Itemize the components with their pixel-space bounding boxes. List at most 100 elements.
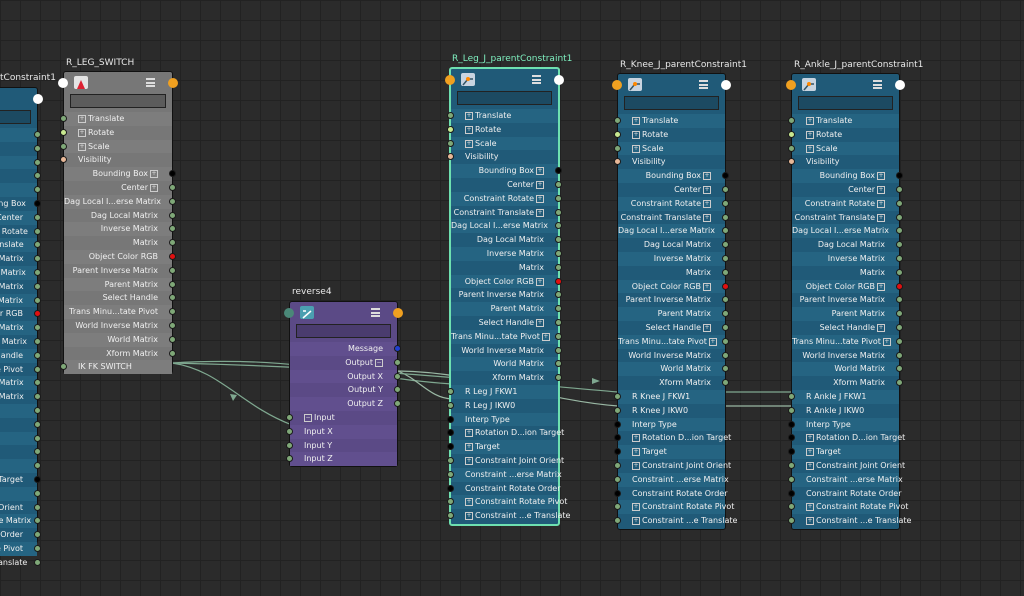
attribute-row[interactable]: Object Color RGB+ bbox=[451, 274, 562, 289]
attribute-port[interactable] bbox=[34, 199, 41, 207]
output-port[interactable] bbox=[393, 308, 403, 318]
attribute-port[interactable] bbox=[896, 351, 903, 359]
attribute-row[interactable]: Trans Minu...tate Pivot bbox=[64, 305, 176, 319]
hamburger-icon[interactable] bbox=[146, 77, 156, 87]
expand-icon[interactable]: + bbox=[806, 434, 814, 443]
attribute-port[interactable] bbox=[447, 125, 454, 133]
attribute-port[interactable] bbox=[555, 305, 562, 313]
attribute-row[interactable]: Dag Local I...erse Matrix bbox=[451, 219, 562, 234]
attribute-port[interactable] bbox=[447, 401, 454, 409]
attribute-port[interactable] bbox=[169, 321, 176, 329]
attribute-row[interactable]: t Orient bbox=[0, 501, 41, 515]
attribute-port[interactable] bbox=[34, 462, 41, 470]
expand-icon[interactable]: + bbox=[806, 517, 814, 526]
attribute-port[interactable] bbox=[896, 213, 903, 221]
attribute-row[interactable]: Visibility bbox=[788, 155, 899, 169]
attribute-row[interactable]: +Target bbox=[614, 445, 725, 459]
attribute-row[interactable]: +Translate bbox=[447, 109, 558, 123]
attribute-port[interactable] bbox=[788, 392, 795, 400]
attribute-row[interactable]: Input Y bbox=[286, 439, 397, 453]
expand-icon[interactable]: + bbox=[465, 443, 473, 452]
attribute-row[interactable]: Xform Matrix bbox=[64, 347, 176, 361]
attribute-row[interactable]: +Rotate bbox=[788, 128, 899, 142]
attribute-port[interactable] bbox=[555, 180, 562, 188]
attribute-port[interactable] bbox=[722, 379, 729, 387]
attribute-row[interactable]: R Leg J IKW0 bbox=[447, 399, 558, 413]
attribute-row[interactable]: Constraint Translate+ bbox=[792, 211, 903, 225]
attribute-row[interactable]: Interp Type bbox=[788, 417, 899, 432]
attribute-port[interactable] bbox=[788, 117, 795, 124]
attribute-port[interactable] bbox=[447, 512, 454, 520]
attribute-port[interactable] bbox=[447, 484, 454, 492]
attribute-row[interactable]: Handle bbox=[0, 348, 41, 363]
expand-icon[interactable]: + bbox=[806, 130, 814, 139]
expand-icon[interactable]: + bbox=[536, 167, 544, 176]
attribute-row[interactable]: Parent Inverse Matrix bbox=[792, 293, 903, 307]
expand-icon[interactable]: + bbox=[465, 112, 473, 120]
attribute-port[interactable] bbox=[614, 517, 621, 525]
expand-icon[interactable]: + bbox=[536, 194, 544, 203]
attribute-port[interactable] bbox=[60, 128, 67, 136]
input-port[interactable] bbox=[445, 75, 455, 85]
attribute-port[interactable] bbox=[394, 386, 401, 394]
attribute-port[interactable] bbox=[34, 420, 41, 428]
attribute-row[interactable]: Dag Local Matrix bbox=[451, 233, 562, 247]
attribute-row[interactable]: Interp Type bbox=[614, 417, 725, 432]
attribute-row[interactable]: Constraint ...erse Matrix bbox=[447, 467, 562, 482]
attribute-row[interactable] bbox=[0, 403, 41, 418]
attribute-port[interactable] bbox=[722, 199, 729, 207]
attribute-port[interactable] bbox=[394, 372, 401, 380]
expand-icon[interactable]: + bbox=[536, 277, 544, 286]
attribute-port[interactable] bbox=[34, 131, 41, 138]
attribute-row[interactable]: World Inverse Matrix bbox=[792, 349, 903, 363]
attribute-port[interactable] bbox=[722, 227, 729, 235]
expand-icon[interactable]: + bbox=[877, 323, 885, 332]
attribute-port[interactable] bbox=[614, 144, 621, 152]
attribute-row[interactable]: +Scale bbox=[60, 139, 172, 154]
attribute-port[interactable] bbox=[286, 413, 293, 421]
attribute-port[interactable] bbox=[555, 249, 562, 257]
attribute-port[interactable] bbox=[394, 358, 401, 366]
attribute-port[interactable] bbox=[788, 406, 795, 414]
expand-icon[interactable]: + bbox=[465, 456, 473, 465]
attribute-row[interactable]: Visibility bbox=[447, 150, 558, 164]
attribute-port[interactable] bbox=[788, 144, 795, 152]
expand-icon[interactable]: + bbox=[703, 213, 711, 222]
attribute-row[interactable]: Message bbox=[290, 342, 401, 356]
attribute-row[interactable]: Dag Local I...erse Matrix bbox=[792, 224, 903, 239]
attribute-port[interactable] bbox=[169, 197, 176, 205]
attribute-port[interactable] bbox=[286, 427, 293, 435]
attribute-row[interactable] bbox=[0, 128, 41, 142]
expand-icon[interactable]: + bbox=[708, 337, 717, 346]
attribute-port[interactable] bbox=[896, 172, 903, 180]
attribute-port[interactable] bbox=[896, 379, 903, 387]
input-port[interactable] bbox=[284, 308, 294, 318]
attribute-row[interactable]: World Inverse Matrix bbox=[451, 344, 562, 358]
node-name-field[interactable] bbox=[0, 110, 31, 124]
attribute-port[interactable] bbox=[169, 211, 176, 219]
attribute-row[interactable]: +Constraint Joint Orient bbox=[614, 459, 731, 473]
attribute-port[interactable] bbox=[896, 282, 903, 290]
expand-icon[interactable]: + bbox=[806, 503, 814, 512]
expand-icon[interactable]: + bbox=[465, 125, 473, 134]
attribute-port[interactable] bbox=[34, 241, 41, 249]
attribute-row[interactable]: Output− bbox=[290, 356, 401, 370]
expand-icon[interactable]: + bbox=[806, 144, 814, 153]
attribute-port[interactable] bbox=[896, 323, 903, 331]
input-port[interactable] bbox=[786, 80, 796, 90]
attribute-port[interactable] bbox=[896, 268, 903, 276]
attribute-port[interactable] bbox=[555, 318, 562, 326]
attribute-port[interactable] bbox=[614, 448, 621, 456]
attribute-row[interactable]: World Matrix bbox=[792, 362, 903, 377]
attribute-port[interactable] bbox=[34, 144, 41, 152]
attribute-port[interactable] bbox=[34, 158, 41, 166]
attribute-row[interactable]: ding Box bbox=[0, 197, 41, 211]
attribute-row[interactable]: Object Color RGB+ bbox=[618, 279, 729, 294]
attribute-port[interactable] bbox=[555, 236, 562, 244]
attribute-row[interactable]: Bounding Box+ bbox=[451, 164, 562, 178]
input-port[interactable] bbox=[58, 78, 68, 88]
expand-icon[interactable]: + bbox=[78, 142, 86, 151]
attribute-port[interactable] bbox=[34, 282, 41, 290]
expand-icon[interactable]: + bbox=[632, 517, 640, 526]
